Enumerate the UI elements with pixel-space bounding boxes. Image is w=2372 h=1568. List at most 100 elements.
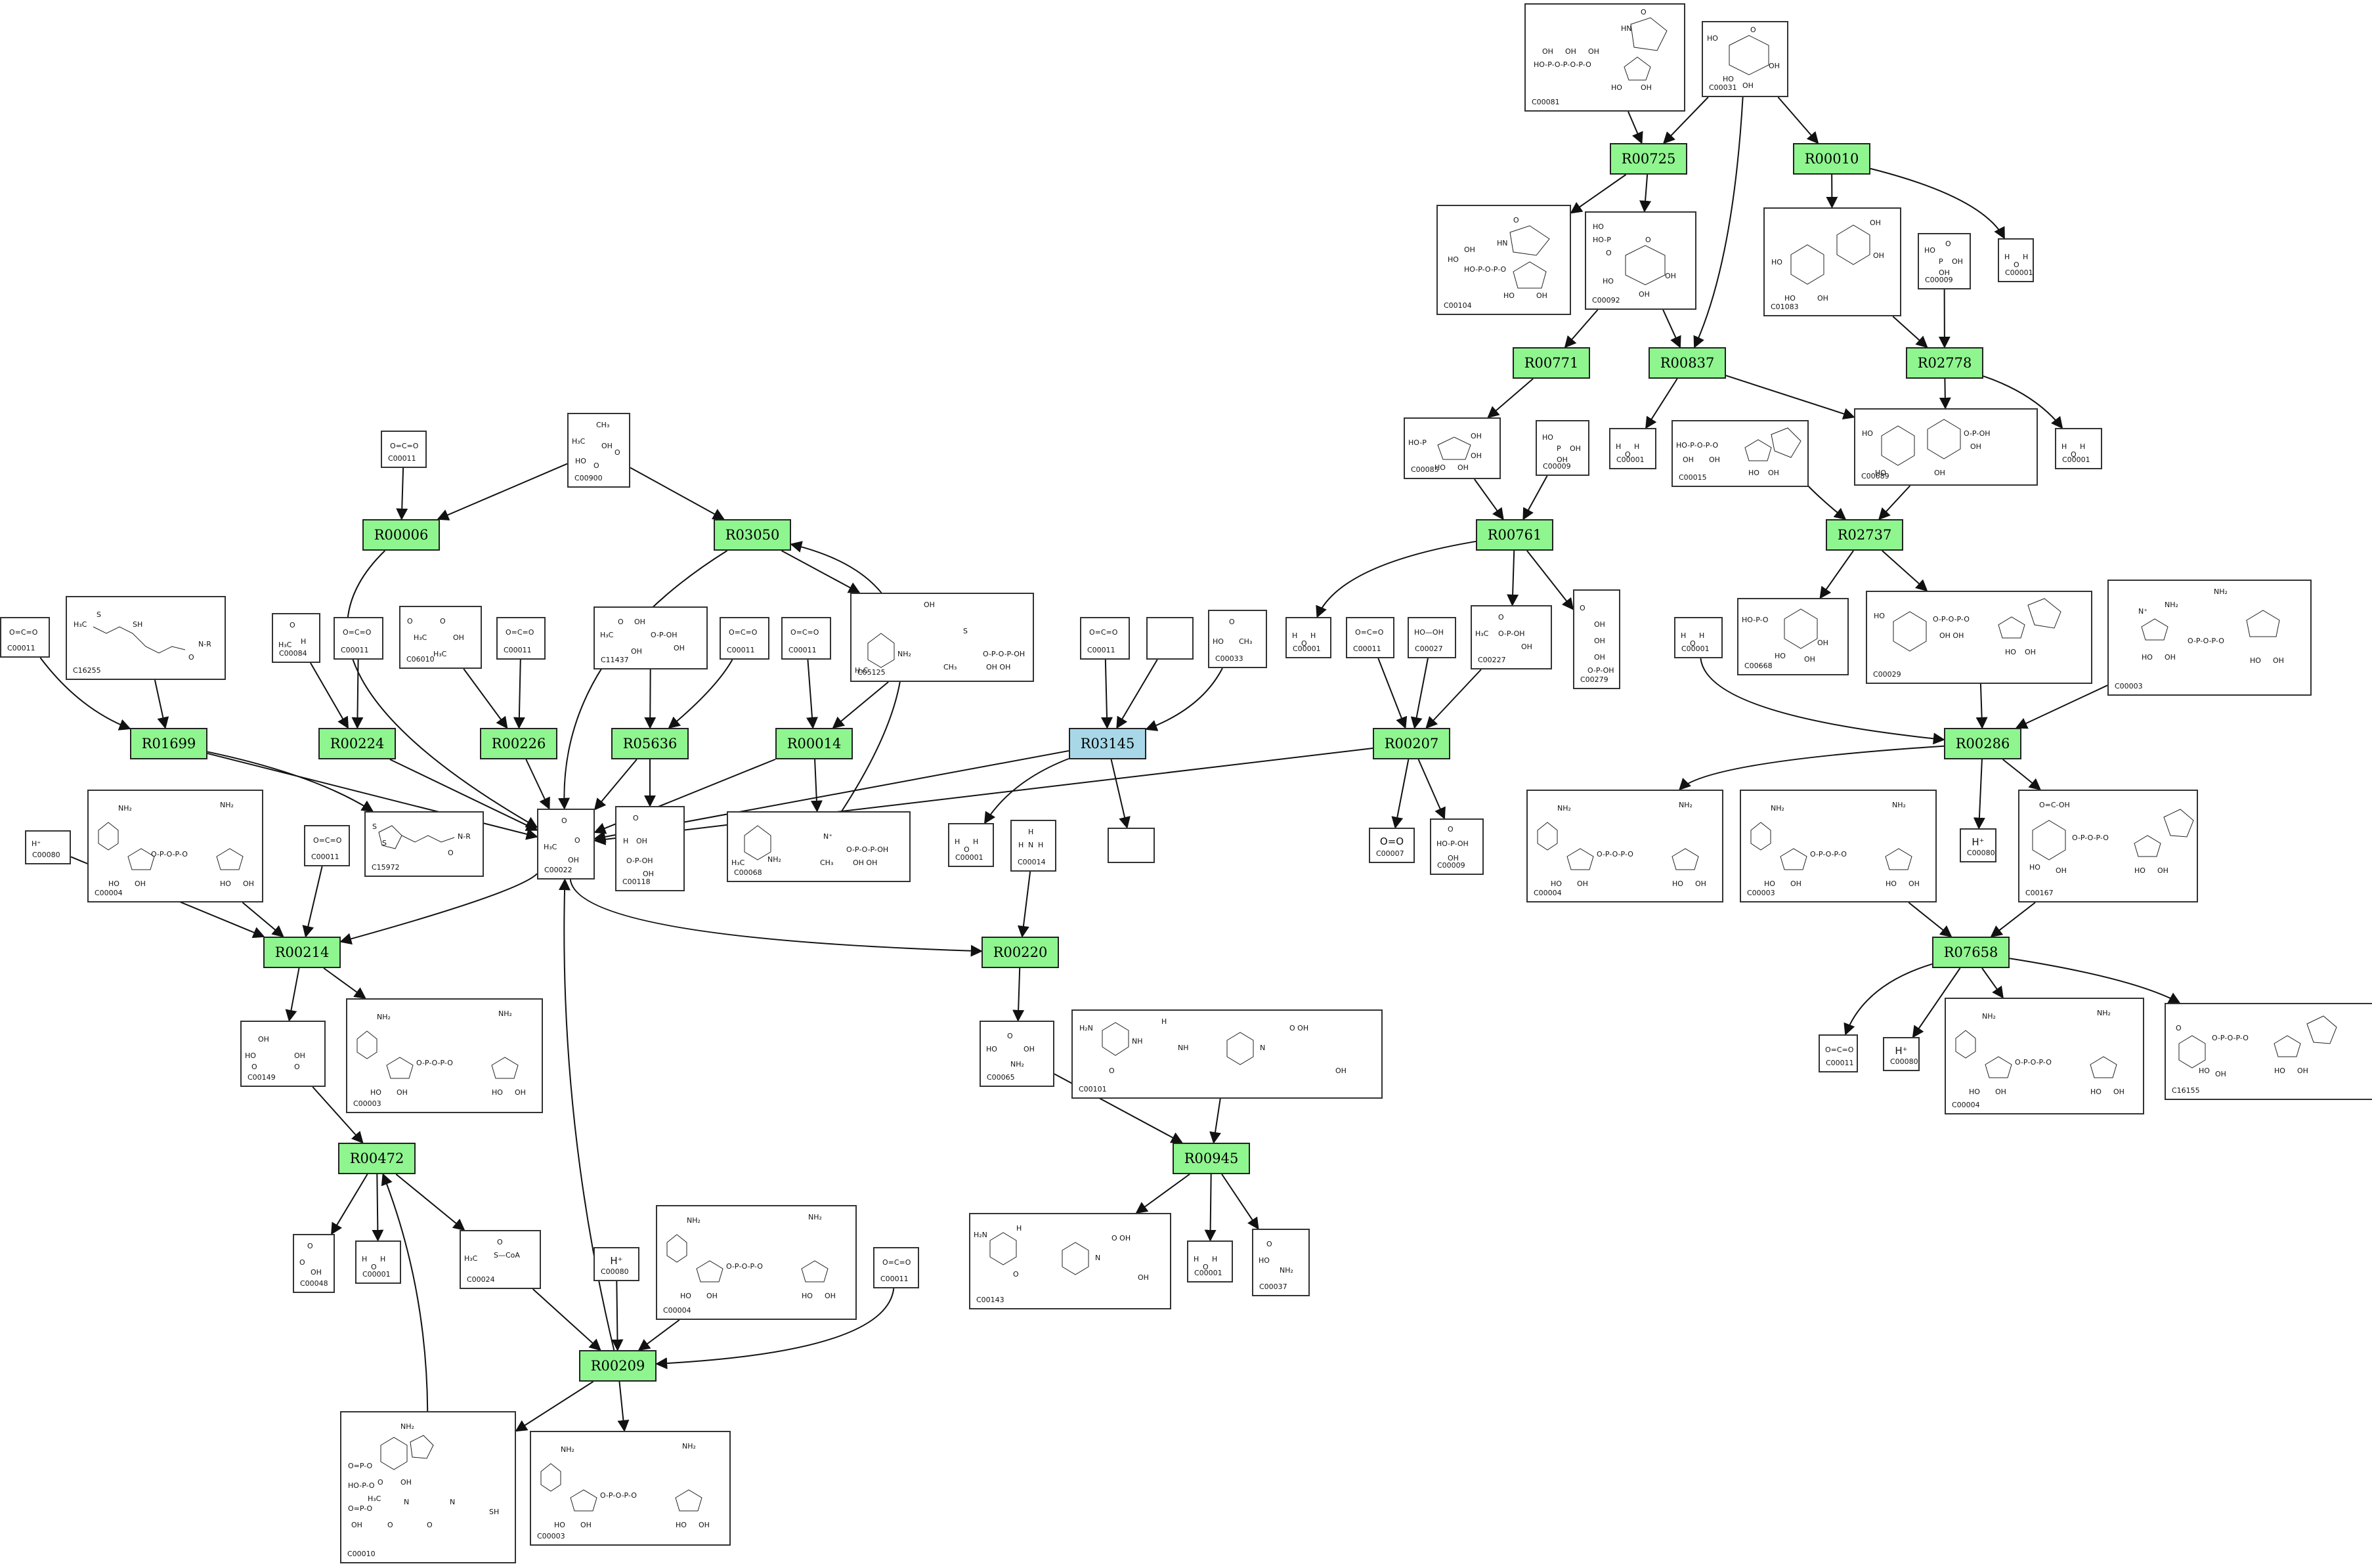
empty-node[interactable] bbox=[1146, 617, 1194, 660]
reaction-node-r00207[interactable]: R00207 bbox=[1373, 728, 1450, 759]
reaction-node-r00010[interactable]: R00010 bbox=[1793, 143, 1870, 175]
svg-text:H₃C: H₃C bbox=[1475, 629, 1489, 638]
edge-c00024-to-R00209 bbox=[532, 1288, 601, 1351]
reaction-node-r02778[interactable]: R02778 bbox=[1906, 347, 1983, 379]
reaction-node-r00226[interactable]: R00226 bbox=[480, 728, 557, 759]
empty-node[interactable] bbox=[1108, 828, 1155, 863]
reaction-node-r01699[interactable]: R01699 bbox=[130, 728, 207, 759]
reaction-node-r02737[interactable]: R02737 bbox=[1826, 519, 1903, 551]
svg-text:O: O bbox=[1641, 8, 1647, 16]
reaction-node-r00472[interactable]: R00472 bbox=[338, 1143, 416, 1174]
compound-node-c00080[interactable]: H⁺C00080 bbox=[25, 830, 71, 864]
reaction-node-r00214[interactable]: R00214 bbox=[263, 937, 341, 968]
reaction-node-r03050[interactable]: R03050 bbox=[714, 519, 791, 551]
reaction-node-r07658[interactable]: R07658 bbox=[1932, 937, 2010, 968]
reaction-node-r00837[interactable]: R00837 bbox=[1649, 347, 1726, 379]
reaction-node-r00761[interactable]: R00761 bbox=[1476, 519, 1553, 551]
reaction-node-r00945[interactable]: R00945 bbox=[1173, 1143, 1250, 1174]
reaction-node-r00006[interactable]: R00006 bbox=[362, 519, 440, 551]
reaction-node-r00224[interactable]: R00224 bbox=[318, 728, 396, 759]
reaction-node-r05636[interactable]: R05636 bbox=[611, 728, 689, 759]
reaction-node-r00725[interactable]: R00725 bbox=[1610, 143, 1687, 175]
svg-text:OH: OH bbox=[1873, 251, 1884, 260]
reaction-node-r00771[interactable]: R00771 bbox=[1513, 347, 1590, 379]
compound-node-c00080[interactable]: H⁺C00080 bbox=[1883, 1037, 1920, 1071]
reaction-node-r00286[interactable]: R00286 bbox=[1944, 728, 2021, 759]
reaction-node-r03145[interactable]: R03145 bbox=[1069, 728, 1146, 759]
reaction-node-r00014[interactable]: R00014 bbox=[775, 728, 853, 759]
reaction-node-r00220[interactable]: R00220 bbox=[981, 937, 1059, 968]
reaction-node-r00209[interactable]: R00209 bbox=[579, 1350, 657, 1382]
compound-node-c00080[interactable]: H⁺C00080 bbox=[1960, 828, 1996, 862]
compound-node-c00080[interactable]: H⁺C00080 bbox=[593, 1247, 639, 1281]
svg-text:O-P-O-P-OH: O-P-O-P-OH bbox=[983, 650, 1025, 658]
